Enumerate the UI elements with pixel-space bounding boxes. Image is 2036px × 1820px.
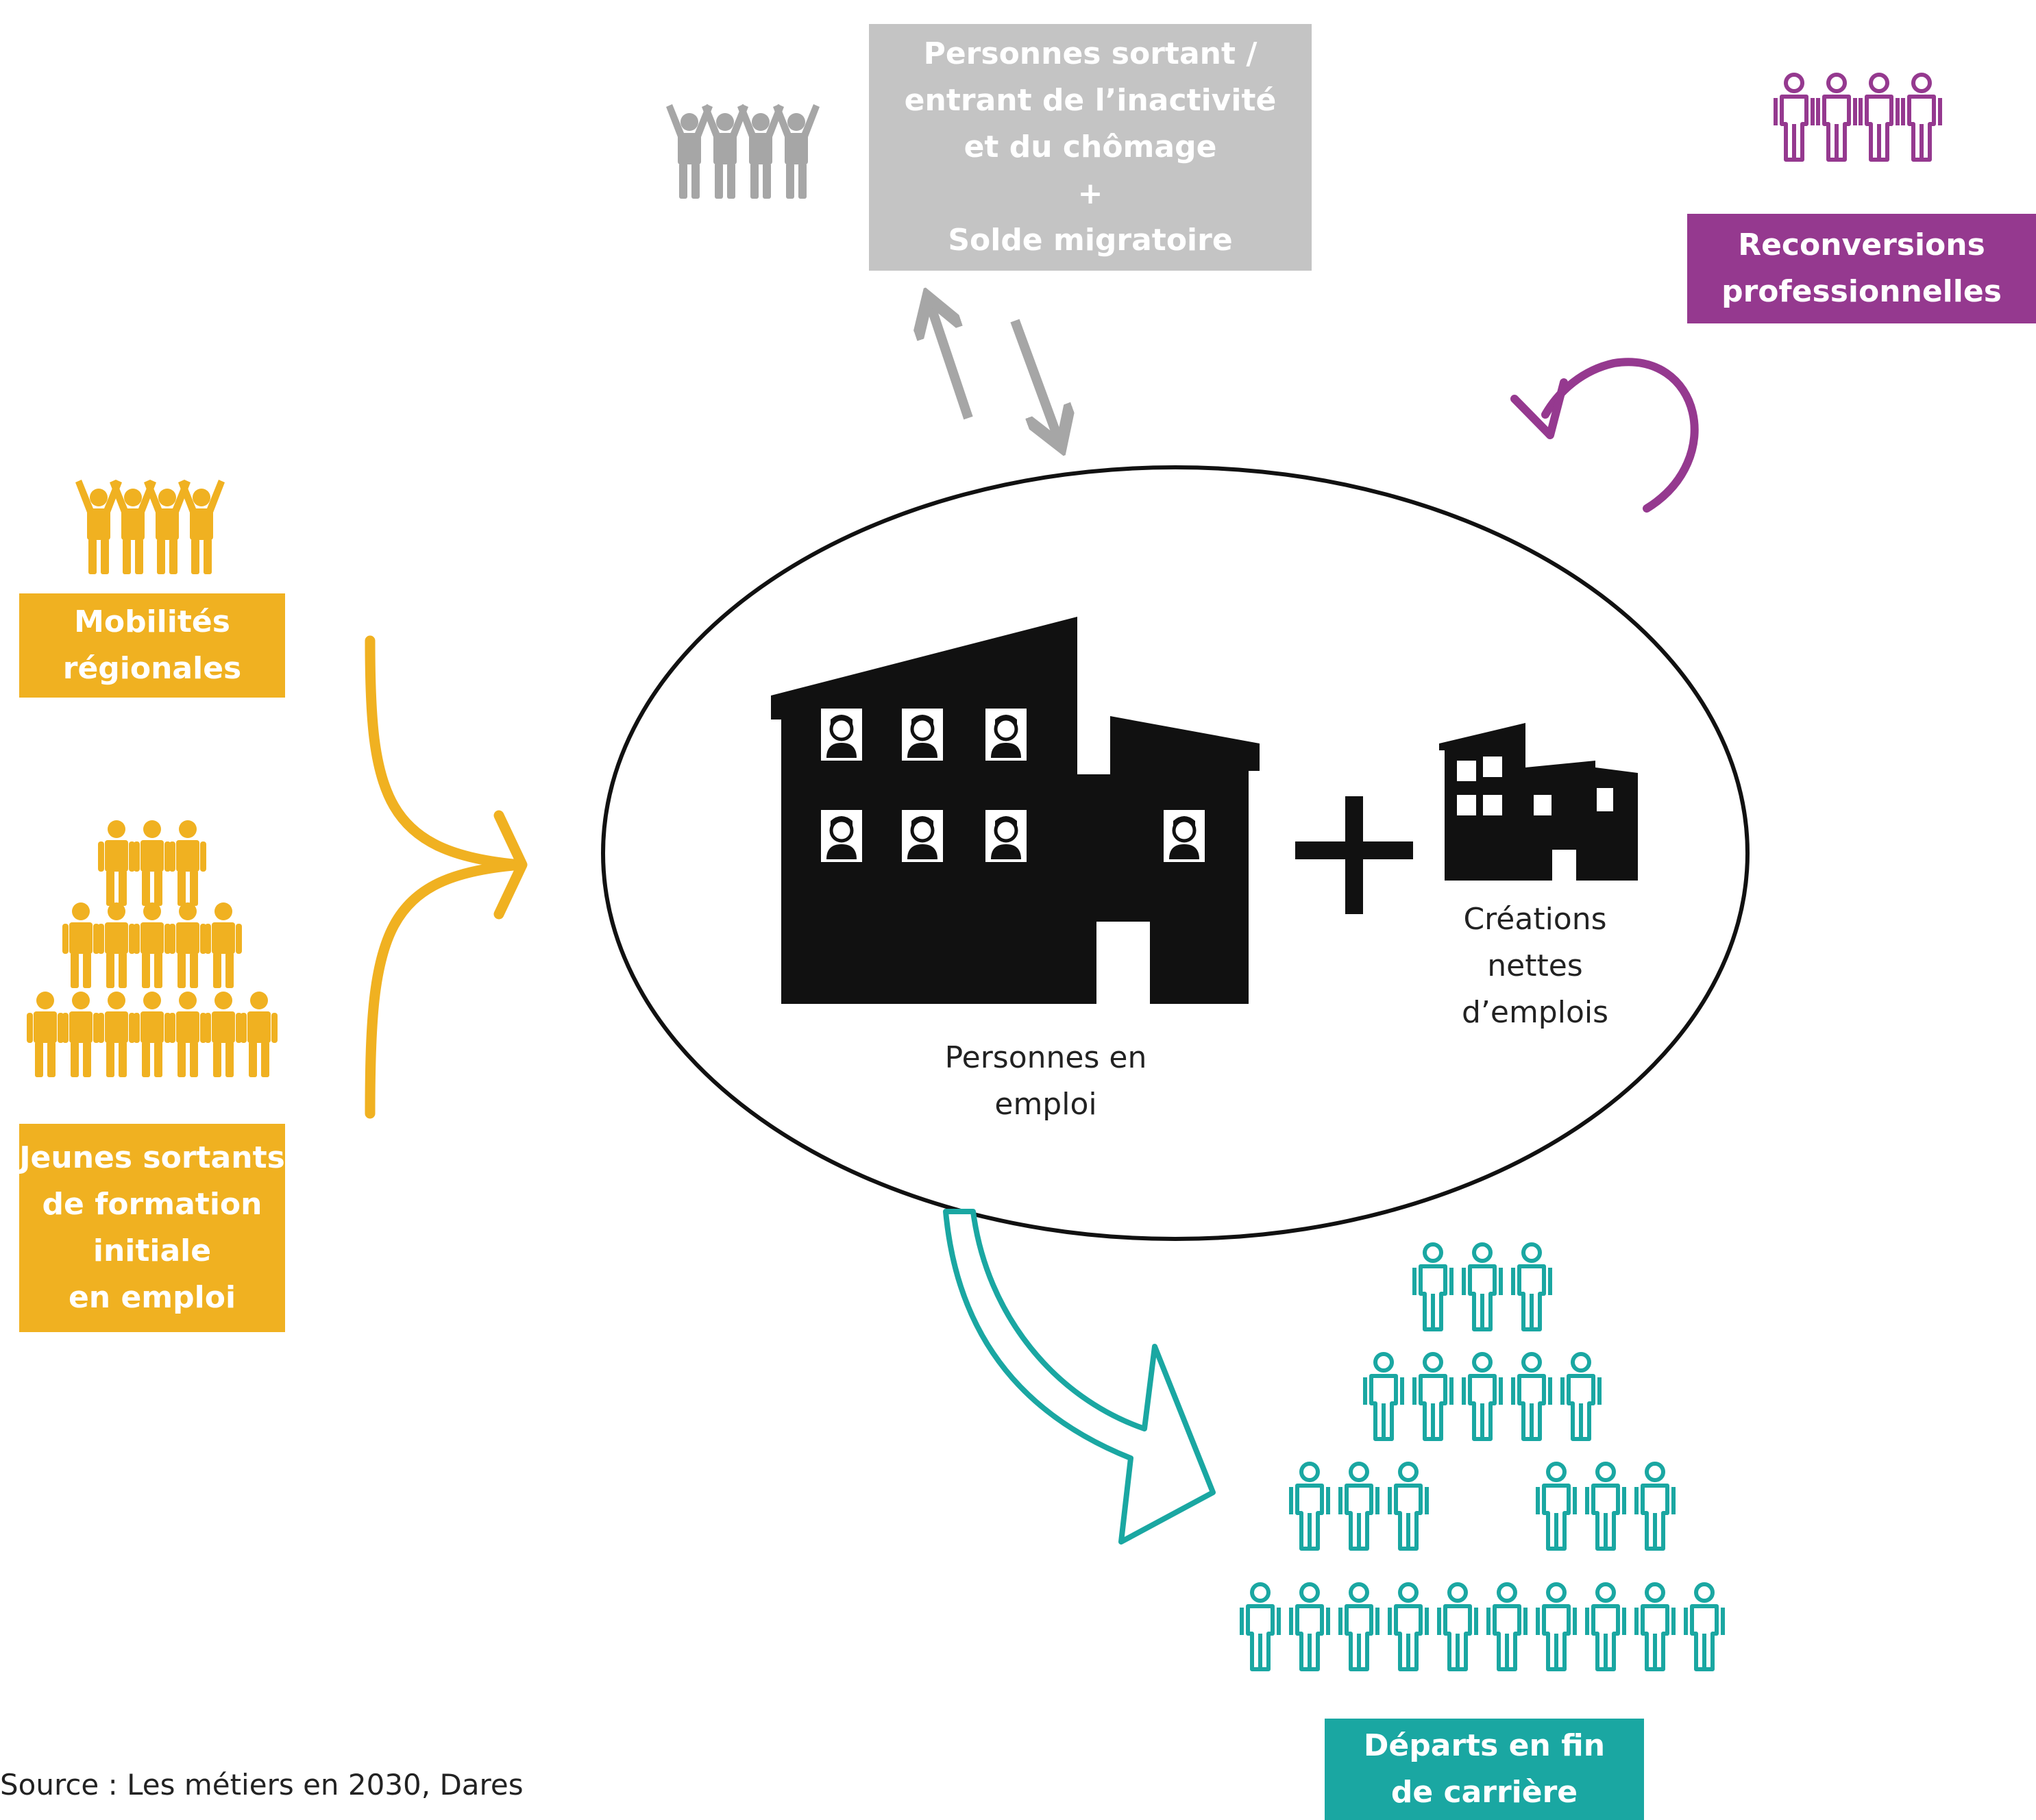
person-icon bbox=[1439, 1584, 1476, 1669]
person-icon bbox=[1464, 1354, 1501, 1439]
outflow-arrow-icon bbox=[943, 1209, 1216, 1545]
person-icon bbox=[1636, 1464, 1673, 1549]
person-icon bbox=[1242, 1584, 1279, 1669]
box-line: de formation bbox=[42, 1187, 262, 1222]
person-icon bbox=[1291, 1464, 1328, 1549]
source-note: Source : Les métiers en 2030, Dares bbox=[0, 1768, 524, 1801]
person-icon bbox=[62, 902, 99, 988]
person-icon bbox=[1365, 1354, 1402, 1439]
box-line: professionnelles bbox=[1721, 274, 2002, 309]
person-icon bbox=[1488, 1584, 1525, 1669]
person-icon bbox=[1464, 1244, 1501, 1329]
person-icon bbox=[1340, 1464, 1377, 1549]
office-building-icon bbox=[771, 617, 1260, 1004]
bidirectional-arrow-icon bbox=[929, 302, 1059, 442]
inactivity-unemployment-box: Personnes sortant / entrant de l’inactivi… bbox=[869, 24, 1312, 271]
person-icon bbox=[169, 820, 206, 906]
small-building-icon bbox=[1439, 723, 1638, 881]
box-line: initiale bbox=[93, 1233, 212, 1268]
person-icon bbox=[241, 992, 278, 1077]
person-icon bbox=[1636, 1584, 1673, 1669]
person-icon bbox=[1291, 1584, 1328, 1669]
person-icon bbox=[1414, 1244, 1451, 1329]
label-line: Créations bbox=[1463, 902, 1607, 937]
box-line: en emploi bbox=[68, 1280, 236, 1315]
person-icon bbox=[98, 992, 135, 1077]
person-icon bbox=[205, 992, 242, 1077]
label-line: emploi bbox=[994, 1087, 1097, 1122]
box-line: Personnes sortant / bbox=[923, 36, 1258, 71]
box-line: Jeunes sortants bbox=[19, 1140, 285, 1175]
person-icon bbox=[169, 992, 206, 1077]
merge-arrow-icon bbox=[365, 635, 528, 1119]
label-line: nettes bbox=[1487, 948, 1583, 983]
person-icon bbox=[1538, 1464, 1575, 1549]
label-line: Personnes en bbox=[944, 1040, 1147, 1075]
person-icon bbox=[1587, 1464, 1624, 1549]
person-icon bbox=[134, 992, 171, 1077]
box-line: Départs en fin bbox=[1363, 1728, 1606, 1763]
box-line: Reconversions bbox=[1738, 228, 1985, 262]
box-line: + bbox=[1077, 176, 1103, 211]
person-icon bbox=[1340, 1584, 1377, 1669]
people-arms-raised-icon bbox=[75, 480, 225, 574]
circular-arrow-icon bbox=[1510, 358, 1699, 513]
box-line: Mobilités bbox=[74, 604, 230, 639]
retirement-departures-box: Départs en fin de carrière bbox=[1325, 1719, 1644, 1820]
person-icon bbox=[1414, 1354, 1451, 1439]
people-arms-raised-icon bbox=[666, 104, 820, 199]
regional-mobility-box: Mobilités régionales bbox=[19, 593, 285, 698]
label-line: d’emplois bbox=[1461, 995, 1609, 1030]
employed-people-label: Personnes en emploi bbox=[874, 1035, 1217, 1128]
young-graduates-box: Jeunes sortants de formation initiale en em… bbox=[19, 1124, 285, 1332]
person-icon bbox=[27, 992, 64, 1077]
person-icon bbox=[169, 902, 206, 988]
person-icon bbox=[1390, 1464, 1427, 1549]
box-line: entrant de l’inactivité bbox=[904, 83, 1277, 118]
person-icon bbox=[98, 902, 135, 988]
plus-sign-icon bbox=[1295, 796, 1413, 914]
person-icon bbox=[1686, 1584, 1723, 1669]
person-icon bbox=[1562, 1354, 1599, 1439]
person-icon bbox=[1513, 1354, 1550, 1439]
person-icon bbox=[1390, 1584, 1427, 1669]
person-icon bbox=[62, 992, 99, 1077]
people-pyramid-icon bbox=[27, 820, 278, 1077]
box-line: régionales bbox=[62, 651, 242, 686]
person-icon bbox=[1538, 1584, 1575, 1669]
career-change-box: Reconversions professionnelles bbox=[1687, 214, 2036, 323]
person-icon bbox=[134, 820, 171, 906]
person-icon bbox=[98, 820, 135, 906]
box-line: Solde migratoire bbox=[948, 223, 1233, 258]
person-icon bbox=[1513, 1244, 1550, 1329]
net-job-creation-label: Créations nettes d’emplois bbox=[1425, 896, 1645, 1036]
person-icon bbox=[205, 902, 242, 988]
people-outline-icon bbox=[1776, 75, 1940, 160]
person-icon bbox=[134, 902, 171, 988]
person-icon bbox=[1587, 1584, 1624, 1669]
box-line: de carrière bbox=[1390, 1775, 1578, 1810]
box-line: et du chômage bbox=[964, 130, 1217, 164]
people-outline-pyramid-icon bbox=[1242, 1244, 1723, 1669]
